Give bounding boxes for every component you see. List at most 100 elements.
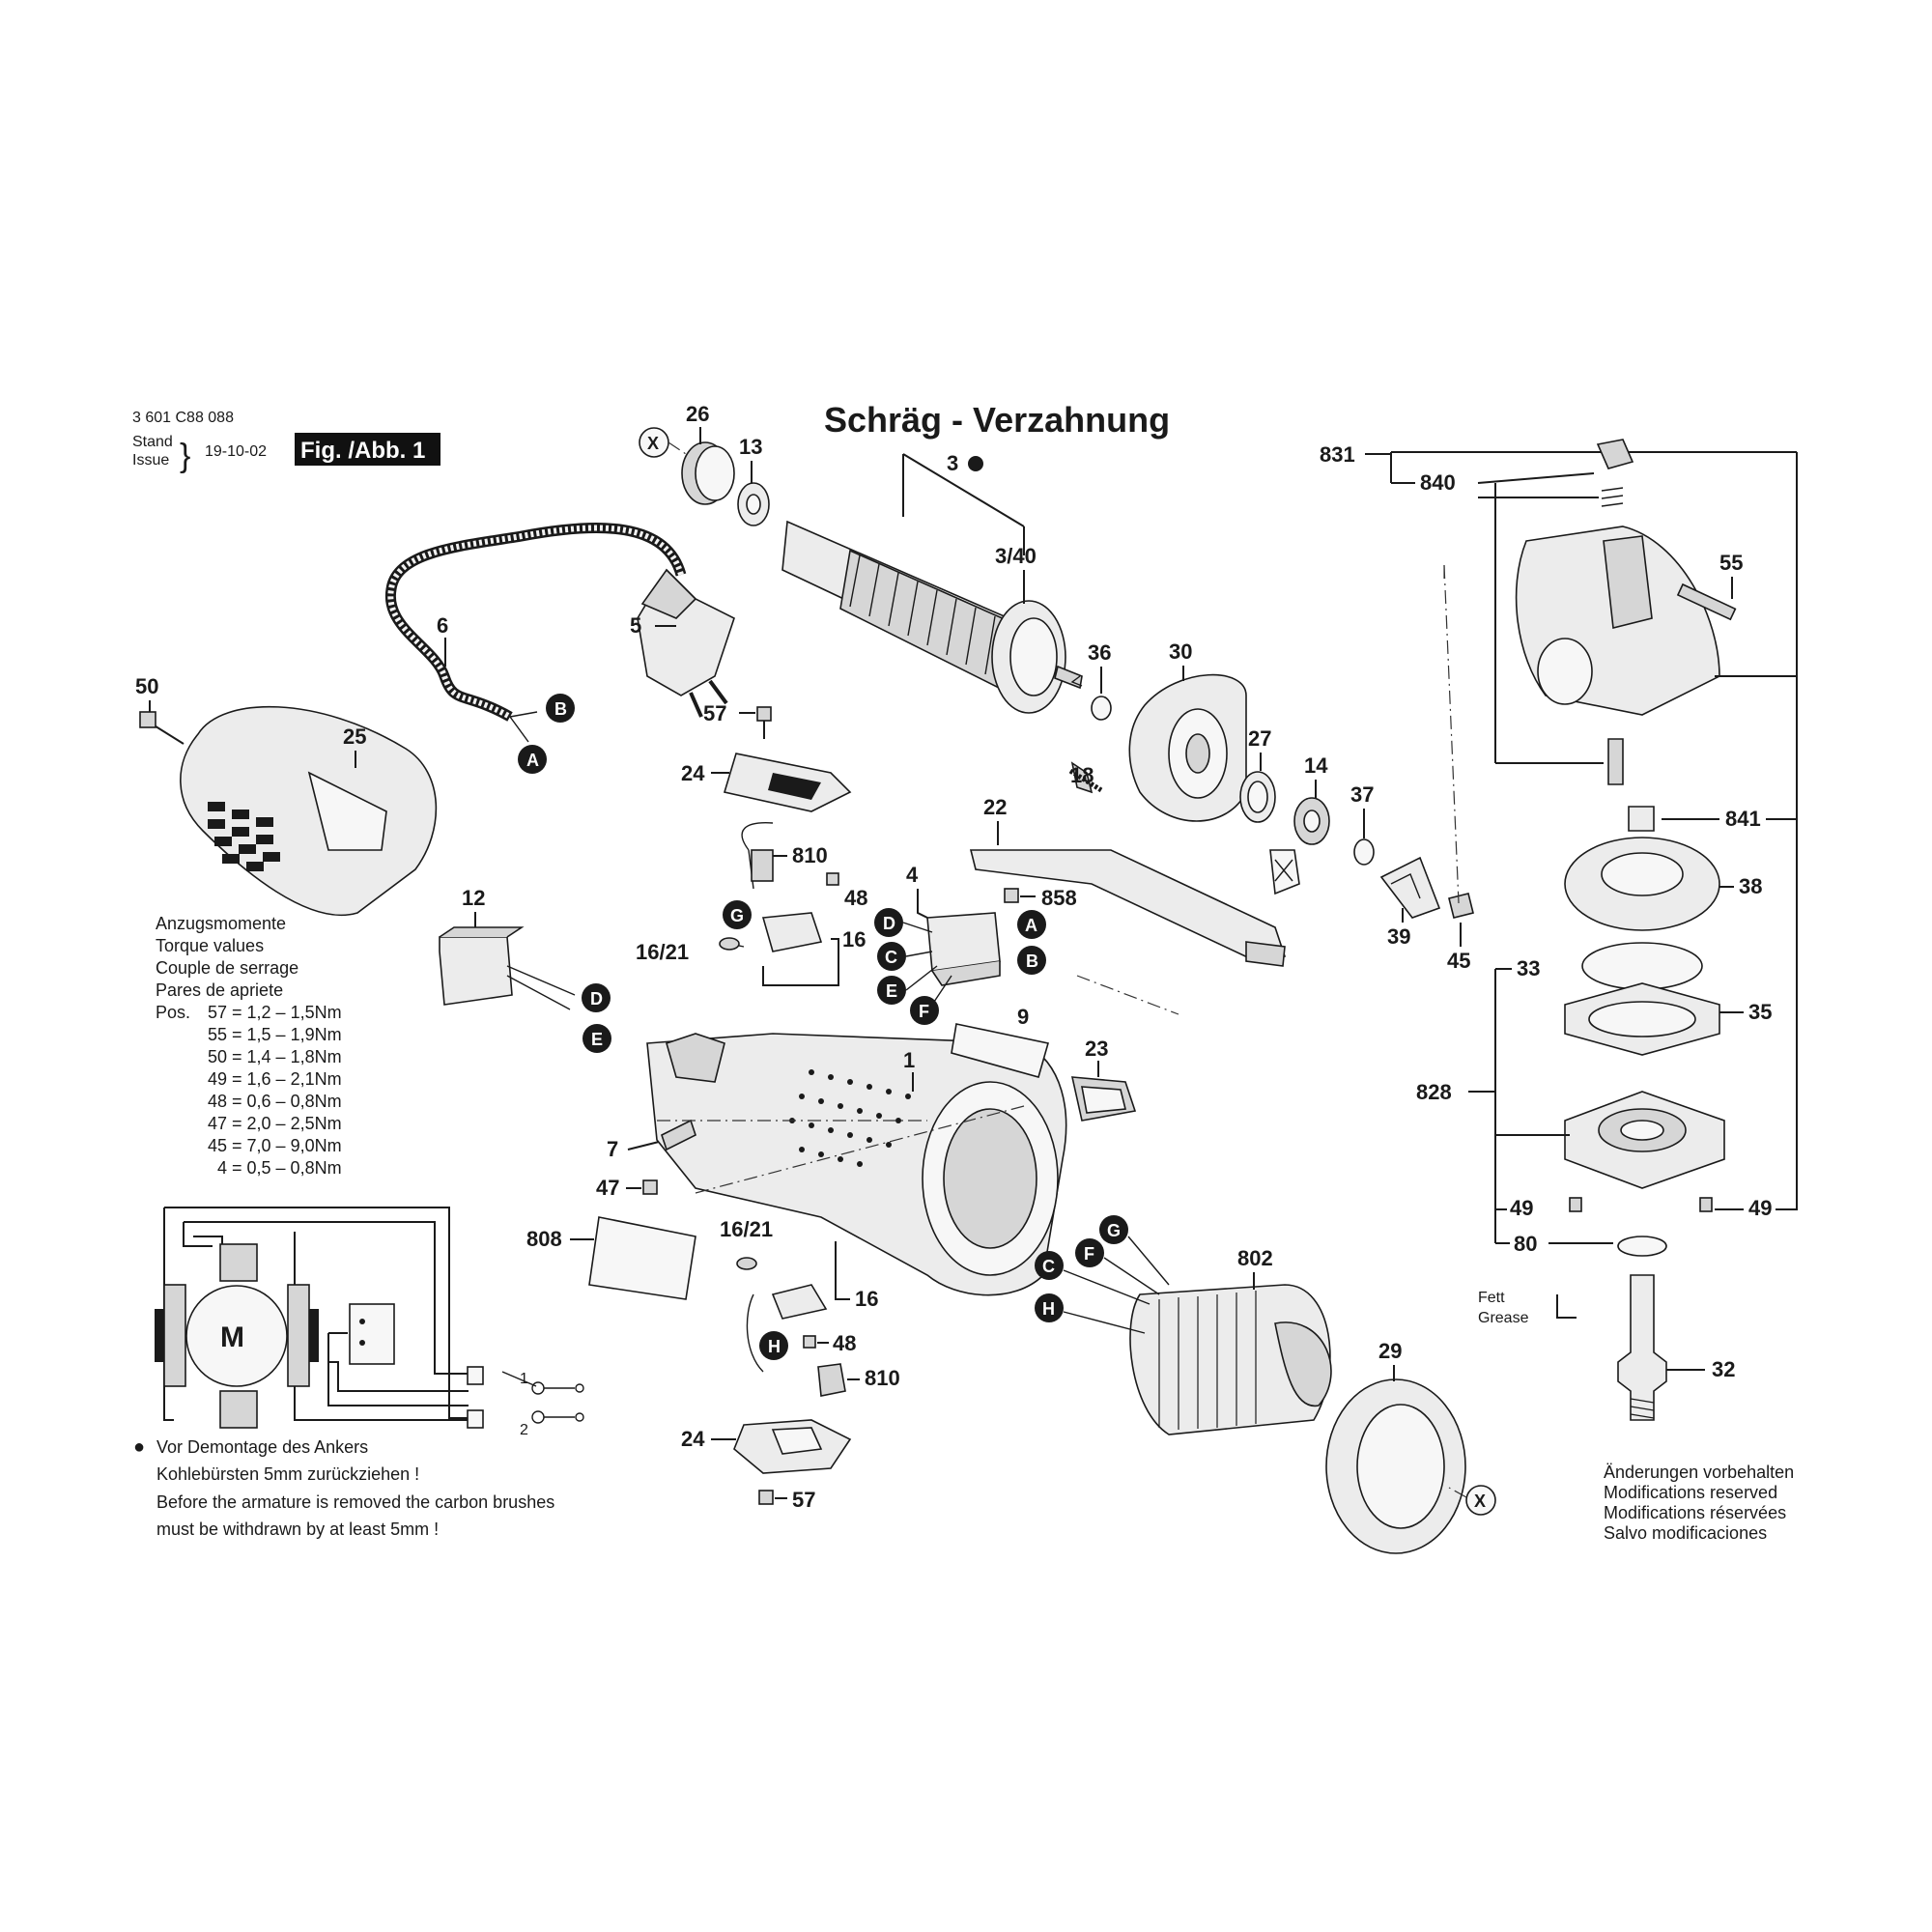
switch-contact-2: 2 bbox=[520, 1422, 528, 1438]
part-label-33: 33 bbox=[1517, 956, 1540, 980]
part-label-39: 39 bbox=[1387, 924, 1410, 949]
svg-text:C: C bbox=[885, 948, 897, 967]
svg-text:C: C bbox=[1042, 1257, 1055, 1276]
torque-heading-fr: Couple de serrage bbox=[156, 958, 298, 978]
svg-text:A: A bbox=[1025, 916, 1037, 935]
switch-carrier-16-upper bbox=[761, 912, 823, 952]
gear-head-right-group: 831 840 55 841 38 33 35 bbox=[1320, 439, 1798, 1421]
switch-contact-1: 1 bbox=[520, 1371, 528, 1387]
torque-heading-es: Pares de apriete bbox=[156, 980, 283, 1000]
part-label-3-40: 3/40 bbox=[995, 544, 1037, 568]
note-line-2: Kohlebürsten 5mm zurückziehen ! bbox=[156, 1464, 419, 1484]
part-label-810-lower: 810 bbox=[865, 1366, 900, 1390]
rear-bearings: X 26 13 bbox=[639, 402, 770, 526]
screw-57-lower bbox=[758, 1490, 774, 1505]
power-cable-group: 5 6 bbox=[384, 522, 735, 743]
part-label-23: 23 bbox=[1085, 1037, 1108, 1061]
suppressor-group: 12 D E bbox=[439, 886, 611, 1053]
field-winding-group: 802 G F C H bbox=[1035, 1215, 1332, 1435]
part-label-50: 50 bbox=[135, 674, 158, 698]
motor-symbol bbox=[185, 1285, 288, 1387]
svg-text:D: D bbox=[883, 914, 895, 933]
header-block: 3 601 C88 088 Stand Issue } 19-10-02 Fig… bbox=[132, 410, 440, 474]
cross-reference-x-bottom bbox=[1465, 1485, 1496, 1516]
connector-badge-e-suppressor bbox=[582, 1024, 611, 1053]
svg-text:D: D bbox=[590, 989, 603, 1009]
motor-housing-group: 1 9 23 7 47 808 bbox=[526, 1005, 1137, 1300]
torque-row-4: 4 = 0,5 – 0,8Nm bbox=[217, 1158, 342, 1178]
spring-16-21-upper bbox=[719, 937, 740, 951]
svg-text:E: E bbox=[591, 1030, 603, 1049]
washer-36 bbox=[1091, 696, 1112, 721]
nut-45 bbox=[1448, 893, 1474, 919]
svg-text:X: X bbox=[647, 434, 659, 453]
connector-badge-d-switch bbox=[874, 908, 903, 937]
connector-badge-h-lower bbox=[759, 1331, 788, 1360]
mod-line-en: Modifications reserved bbox=[1604, 1483, 1777, 1502]
part-label-808: 808 bbox=[526, 1227, 562, 1251]
torque-pos-label: Pos. bbox=[156, 1003, 190, 1022]
issue-label: Issue bbox=[132, 452, 169, 469]
svg-text:A: A bbox=[526, 751, 539, 770]
connector-badge-g-stator bbox=[1099, 1215, 1128, 1244]
grease-label-en: Grease bbox=[1478, 1310, 1529, 1326]
part-label-841: 841 bbox=[1725, 807, 1761, 831]
connector-badge-b-cable bbox=[546, 694, 575, 723]
rear-cover-25 bbox=[180, 705, 438, 917]
screw-858 bbox=[1004, 888, 1019, 903]
lock-button-cap bbox=[1596, 439, 1634, 469]
washer-37 bbox=[1353, 838, 1375, 866]
cover-strip-9 bbox=[951, 1023, 1050, 1078]
connector-badge-a-cable bbox=[518, 745, 547, 774]
slide-switch-22 bbox=[969, 849, 1287, 962]
part-label-22: 22 bbox=[983, 795, 1007, 819]
connector-badge-f-stator bbox=[1075, 1238, 1104, 1267]
svg-text:E: E bbox=[886, 981, 897, 1001]
part-label-18: 18 bbox=[1070, 763, 1094, 787]
torque-row-57: 57 = 1,2 – 1,5Nm bbox=[208, 1003, 342, 1022]
part-label-810-upper: 810 bbox=[792, 843, 828, 867]
screw-49-left bbox=[1569, 1197, 1582, 1212]
torque-row-50: 50 = 1,4 – 1,8Nm bbox=[208, 1047, 342, 1066]
micro-switch-810-upper bbox=[751, 849, 774, 882]
screw-55 bbox=[1676, 582, 1737, 621]
part-label-49-right: 49 bbox=[1748, 1196, 1772, 1220]
part-label-80: 80 bbox=[1514, 1232, 1537, 1256]
svg-text:F: F bbox=[1084, 1244, 1094, 1264]
connector-badge-a-switch bbox=[1017, 910, 1046, 939]
connector-badge-d-suppressor bbox=[582, 983, 611, 1012]
armature-group: 3 3/40 bbox=[781, 451, 1083, 714]
part-label-3: 3 bbox=[947, 451, 958, 475]
note-line-1: Vor Demontage des Ankers bbox=[156, 1437, 368, 1457]
svg-text:X: X bbox=[1474, 1492, 1486, 1511]
part-label-16-lower: 16 bbox=[855, 1287, 878, 1311]
document-number: 3 601 C88 088 bbox=[132, 410, 234, 426]
issue-date: 19-10-02 bbox=[205, 443, 267, 460]
pinion-39 bbox=[1379, 856, 1441, 919]
torque-row-47: 47 = 2,0 – 2,5Nm bbox=[208, 1114, 342, 1133]
spring-18 bbox=[1070, 761, 1094, 794]
slide-switch-group: 18 22 bbox=[969, 761, 1287, 967]
diagram-title: Schräg - Verzahnung bbox=[824, 400, 1170, 440]
part-label-25: 25 bbox=[343, 724, 366, 749]
main-switch-group: 4 858 D C E F A B bbox=[874, 863, 1077, 1025]
cover-strip-808 bbox=[588, 1216, 696, 1300]
spring-16-21-lower bbox=[736, 1257, 757, 1270]
part-label-57-upper: 57 bbox=[703, 701, 726, 725]
bushing-841 bbox=[1628, 806, 1655, 832]
spindle-32 bbox=[1617, 1274, 1667, 1421]
part-label-840: 840 bbox=[1420, 470, 1456, 495]
torque-heading-de: Anzugsmomente bbox=[156, 914, 286, 933]
mod-line-de: Änderungen vorbehalten bbox=[1604, 1463, 1794, 1482]
part-label-831: 831 bbox=[1320, 442, 1355, 467]
part-label-802: 802 bbox=[1237, 1246, 1273, 1270]
part-label-47: 47 bbox=[596, 1176, 619, 1200]
o-ring-33 bbox=[1581, 942, 1703, 990]
torque-row-48: 48 = 0,6 – 0,8Nm bbox=[208, 1092, 342, 1111]
gear-head-components: 36 30 27 14 37 39 45 bbox=[1088, 564, 1474, 973]
screw-50 bbox=[139, 711, 156, 728]
part-label-36: 36 bbox=[1088, 640, 1111, 665]
part-label-13: 13 bbox=[739, 435, 762, 459]
part-label-35: 35 bbox=[1748, 1000, 1772, 1024]
torque-heading-en: Torque values bbox=[156, 936, 264, 955]
